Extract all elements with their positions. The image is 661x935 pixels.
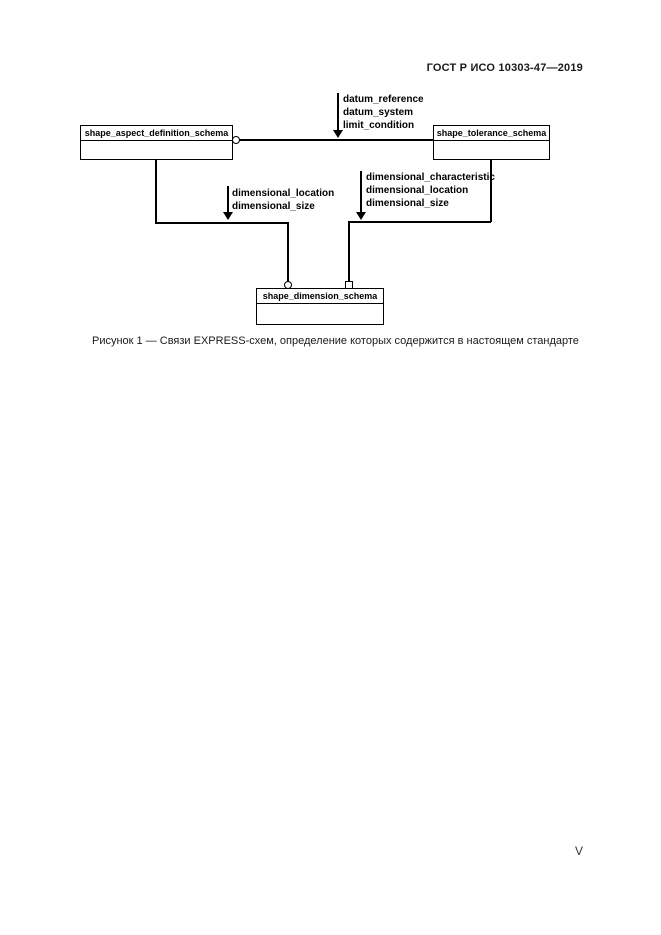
schema-box-title: shape_dimension_schema [257, 289, 383, 304]
connector-main-line [236, 139, 433, 141]
connector-left-stem [155, 159, 157, 223]
connector-right-horizontal [349, 220, 491, 223]
down-arrowhead-icon [223, 212, 233, 220]
connector-left-drop [287, 221, 289, 283]
right-arrow-line [360, 171, 362, 213]
left-arrow-line [227, 186, 229, 213]
schema-box-shape-dimension: shape_dimension_schema [256, 288, 384, 325]
edge-label: dimensional_characteristic [366, 172, 495, 183]
down-arrowhead-icon [333, 130, 343, 138]
edge-label: dimensional_size [232, 201, 315, 212]
down-arrowhead-icon [356, 212, 366, 220]
edge-label: dimensional_location [232, 188, 335, 199]
schema-box-shape-aspect-definition: shape_aspect_definition_schema [80, 125, 233, 160]
relation-circle-icon [232, 136, 240, 144]
connector-left-horizontal [155, 221, 289, 224]
schema-box-shape-tolerance: shape_tolerance_schema [433, 125, 550, 160]
connector-right-stem [490, 159, 492, 222]
schema-box-title: shape_aspect_definition_schema [81, 126, 232, 141]
edge-label: dimensional_location [366, 185, 469, 196]
edge-labels-left: dimensional_location dimensional_size [232, 187, 334, 213]
edge-label: datum_system [343, 107, 414, 118]
schema-box-title: shape_tolerance_schema [434, 126, 549, 141]
edge-label: dimensional_size [366, 198, 449, 209]
edge-labels-top: datum_reference datum_system limit_condi… [343, 93, 424, 132]
edge-label: limit_condition [343, 120, 415, 131]
page-header: ГОСТ Р ИСО 10303-47—2019 [426, 62, 583, 74]
page-number: V [574, 844, 583, 858]
connector-right-drop [348, 220, 350, 282]
figure-caption: Рисунок 1 — Связи EXPRESS-схем, определе… [92, 335, 579, 347]
edge-labels-right: dimensional_characteristic dimensional_l… [366, 171, 495, 210]
top-arrow-line [337, 93, 339, 131]
edge-label: datum_reference [343, 94, 424, 105]
